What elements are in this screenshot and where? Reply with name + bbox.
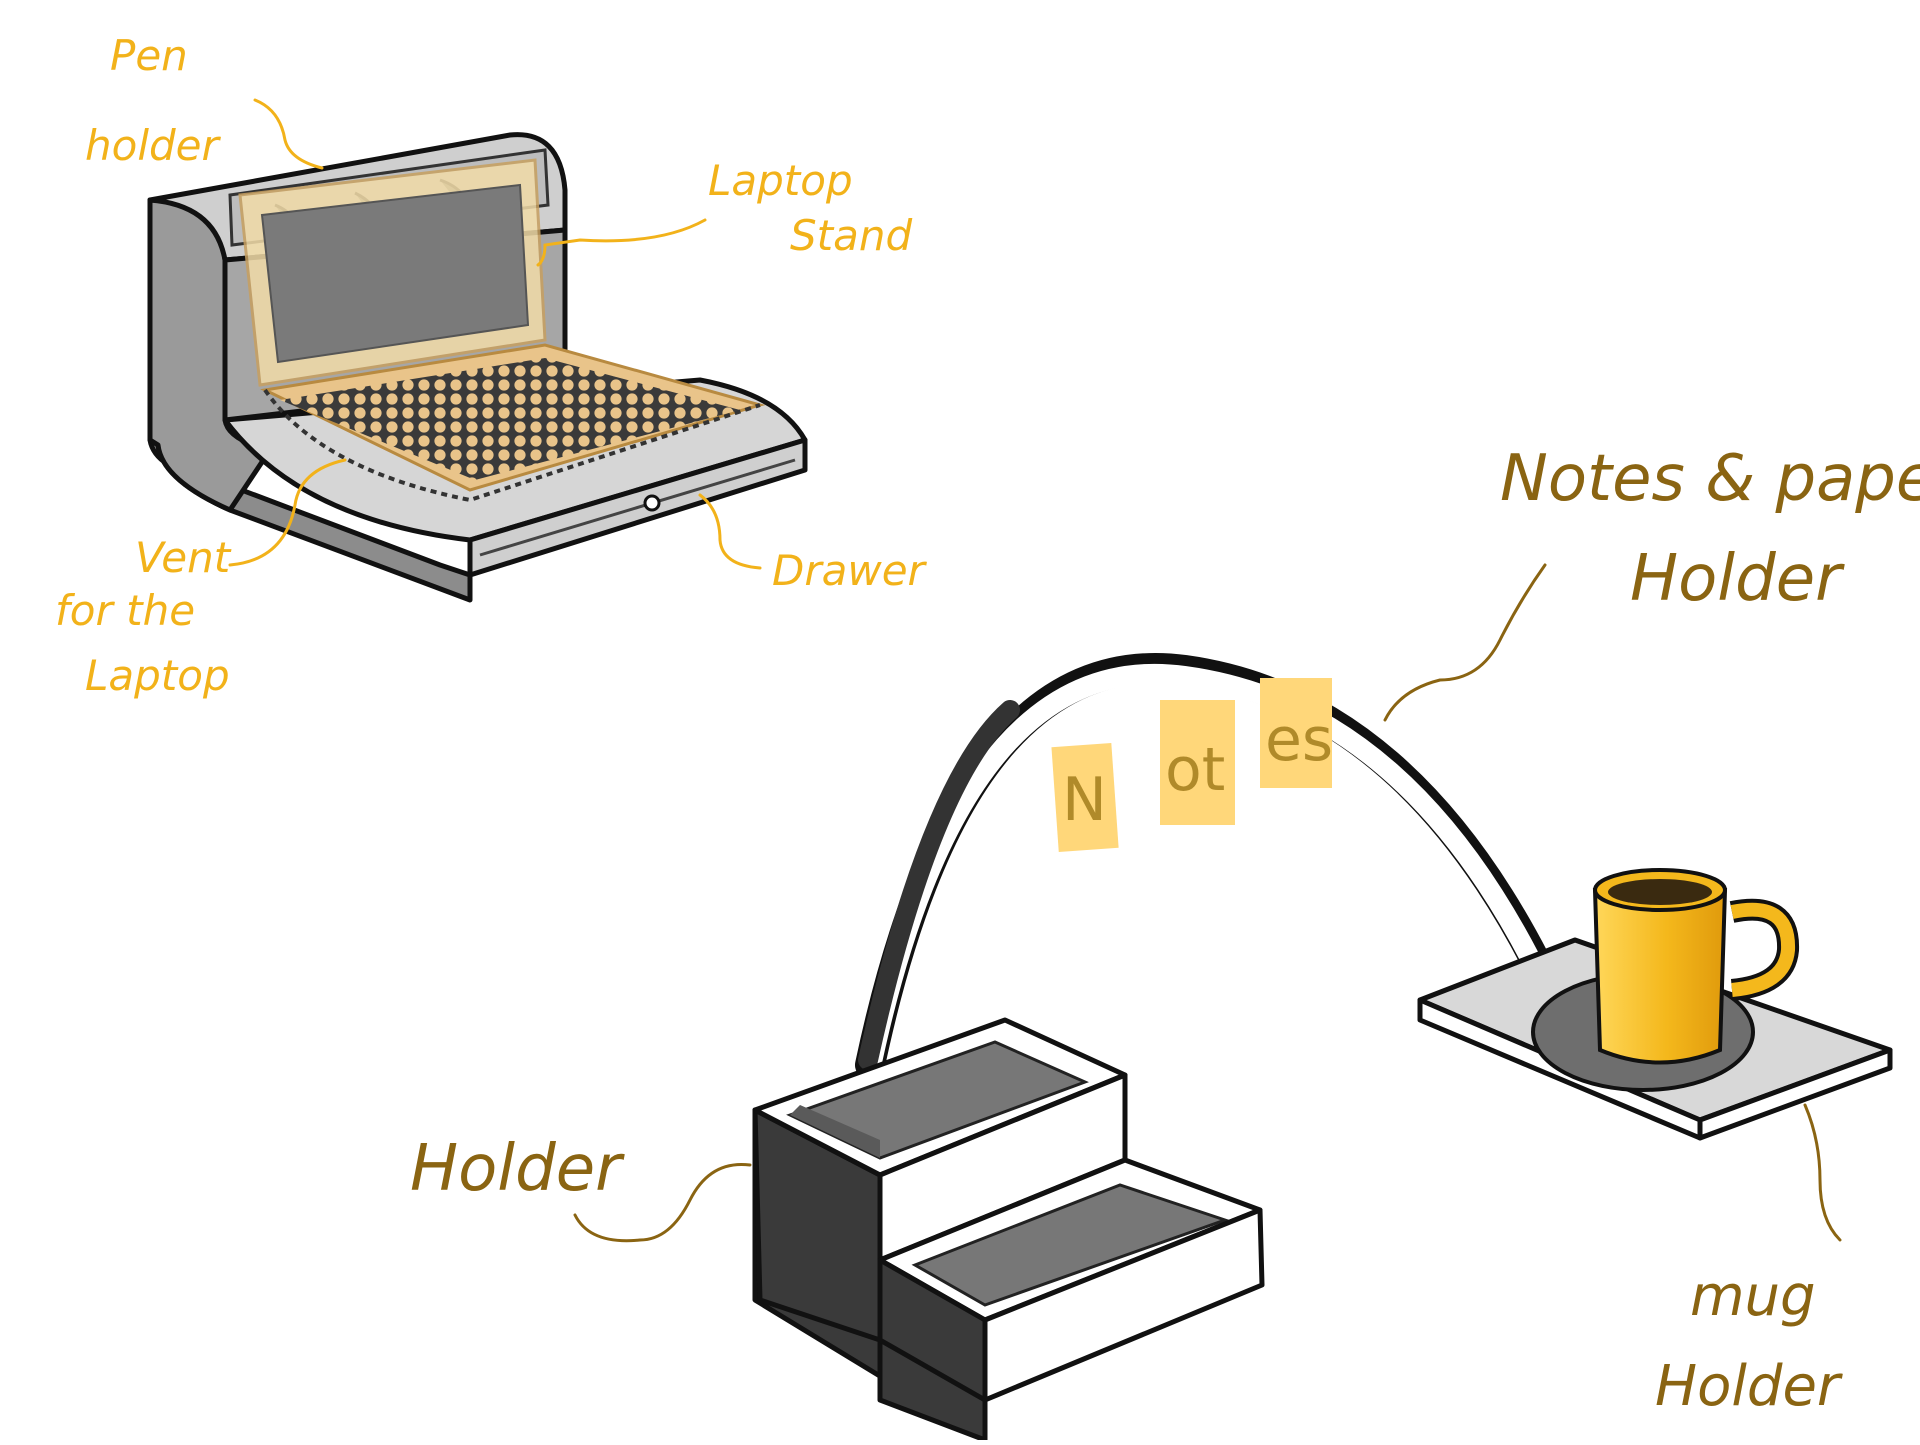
drawer-leader: [698, 493, 762, 570]
sticky-note-2: [1160, 700, 1235, 825]
vent-label-line2: for the: [55, 586, 195, 635]
laptop-stand-leader: [536, 218, 707, 267]
laptop-stand-illustration: [147, 132, 808, 603]
notes-holder-label-line2: Holder: [1630, 542, 1845, 616]
pen-holder-label-line2: holder: [85, 121, 221, 170]
mug-holder-leader: [1803, 1103, 1842, 1242]
laptop-stand-label: Laptop: [708, 156, 853, 205]
mug-holder-label: mug: [1690, 1264, 1816, 1329]
mug: [1592, 868, 1800, 1065]
sticky-note-3-text: es: [1265, 705, 1333, 775]
drawer-label: Drawer: [772, 546, 928, 595]
sticky-note-3: [1260, 678, 1332, 788]
mug-holder-label-line2: Holder: [1655, 1354, 1843, 1419]
vent-leader: [228, 458, 347, 567]
notes-holder-label: Notes & paper: [1500, 442, 1920, 516]
sticky-note-1: [1051, 743, 1119, 852]
pen-holder-leader: [253, 98, 324, 170]
arch-desk-organizer-illustration: [752, 653, 1893, 1443]
vent-label-line3: Laptop: [85, 651, 230, 700]
sticky-note-1-text: N: [1062, 765, 1107, 835]
holder-label: Holder: [410, 1132, 625, 1206]
vent-label: Vent: [135, 533, 232, 582]
laptop-stand-label-line2: Stand: [790, 211, 912, 260]
pen-holder-label: Pen: [110, 31, 188, 80]
notes-holder-leader: [1383, 563, 1547, 722]
sticky-notes: N ot es: [1051, 678, 1333, 852]
holder-leader: [573, 1162, 752, 1243]
sticky-note-2-text: ot: [1165, 735, 1225, 805]
